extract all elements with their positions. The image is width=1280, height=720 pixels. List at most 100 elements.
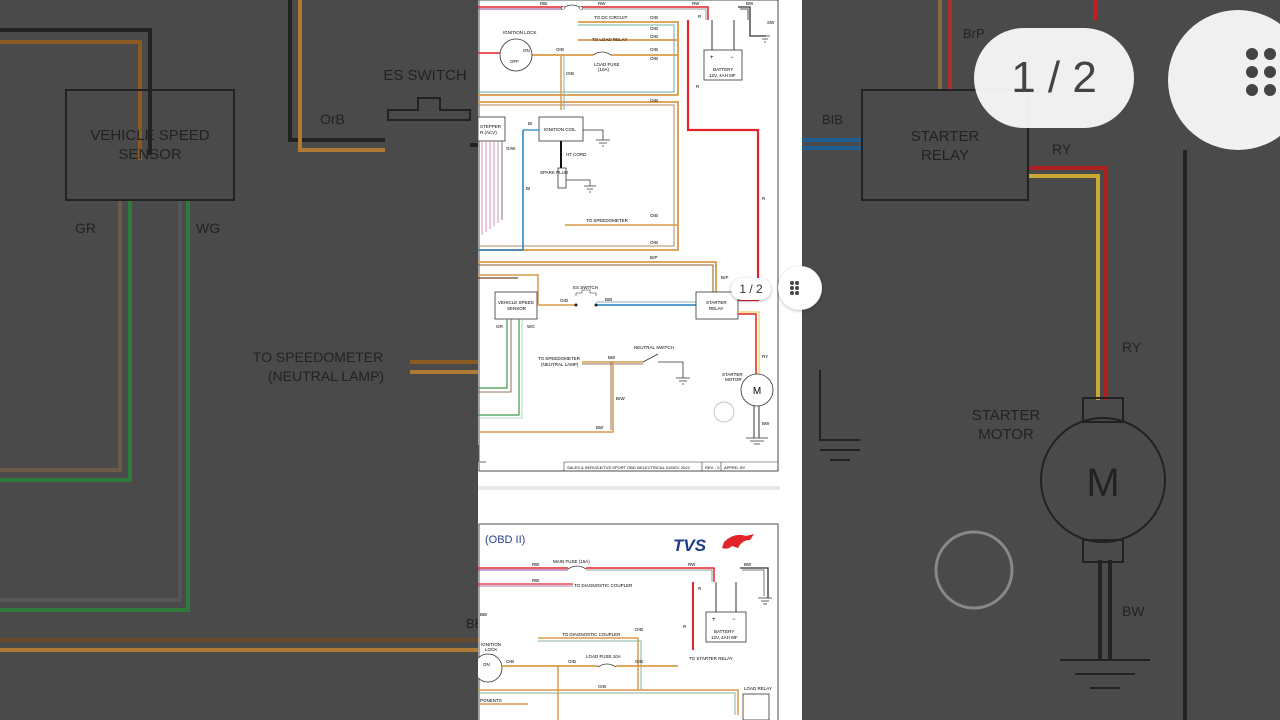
p1-rbi: RBI [540,1,548,6]
p1-bib: BIB [605,297,612,302]
p2-rw: RW [688,562,696,567]
neutral-switch-icon [642,353,684,378]
p1-vss-1: VEHICLE SPEED [498,300,535,305]
p2-load-fuse: LOAD FUSE 10A [586,654,621,659]
p1-bw-bottom: BW [596,425,604,430]
p1-orb-3: OrB [650,34,658,39]
p2-title-suffix: (OBD II) [485,534,525,546]
p1-brp-1: BrP [650,255,658,260]
wiring-diagram-page-2: (OBD II) TVS MAIN FUSE (15A) RBI RW BW R… [478,523,779,720]
p1-es-switch: ES SWITCH [573,285,598,290]
p1-orb-1: OrB [650,15,658,20]
pdf-viewer[interactable]: RBI RW RW BW SW TO DC CIRCUIT TO LOAD RE… [478,0,802,720]
p1-stepper-1: STEPPER [480,124,502,129]
page-menu-button[interactable] [778,266,822,310]
p2-main-fuse: MAIN FUSE (15A) [553,559,590,564]
bg-starter-relay-2: RELAY [921,147,969,164]
p1-orb-5: OrB [650,56,658,61]
p1-to-speedo-neutral-2: (NEUTRAL LAMP) [541,362,579,367]
svg-text:−: − [732,617,736,623]
p2-r: R [698,586,702,591]
p1-bw-top: BW [746,1,754,6]
bg-es-switch: ES SWITCH [383,67,466,84]
p1-bi: BI [528,121,532,126]
p2-bbr: BBr [480,612,488,617]
bg-menu-button [1168,10,1280,150]
bg-orb: OrB [320,111,345,127]
p1-bi-2: BI [526,186,530,191]
p2-load-relay: LOAD RELAY [744,686,772,691]
p2-rbi: RBI [532,562,540,567]
p1-sw: SW [767,20,775,25]
dots-grid-icon [790,281,799,295]
pdf-page-1[interactable]: RBI RW RW BW SW TO DC CIRCUIT TO LOAD RE… [478,0,780,486]
pdf-page-2[interactable]: (OBD II) TVS MAIN FUSE (15A) RBI RW BW R… [478,490,780,720]
p2-battery-spec: 12V, 4AH MF [711,635,738,640]
p1-footer-apprd: APPRD. BY [724,465,746,470]
p1-off: OFF [510,59,519,64]
p1-ht-cord: HT CORD [566,152,587,157]
p2-orb-4: OrB [635,659,643,664]
p1-starter-relay-1: STARTER [706,300,727,305]
battery-icon [703,49,743,81]
bg-starter-motor-2: MOTOR [978,426,1034,443]
p2-orb-3: OrB [568,659,576,664]
tvs-horse-icon [722,534,754,549]
bg-gr: GR [75,220,96,236]
p1-starter-relay-2: RELAY [709,306,723,311]
p1-orb-7: OrB [650,213,658,218]
p2-ignition-1: IGNITION [481,642,501,647]
p2-r2: R [683,624,687,629]
p2-orb-1: OrB [635,627,643,632]
p1-battery-spec: 12V, 4AH MF [709,73,736,78]
p2-orb-5: OrB [598,684,606,689]
p2-load-relay-box [742,693,770,720]
p1-rw-top2: RW [692,1,700,6]
p1-wg: WG [527,324,535,329]
p2-battery: BATTERY [714,629,734,634]
p1-rw-top: RW [598,1,606,6]
p2-ponents: PONENTS [480,698,502,703]
p1-r-2: R [698,14,702,19]
bg-wg: WG [196,220,220,236]
p1-load-fuse-rating: (10A) [598,67,610,72]
touch-indicator [713,401,735,423]
bg-ry: RY [1052,141,1072,157]
bg-motor-m: M [1086,461,1119,505]
p1-brp-2: BrP [721,275,729,280]
viewer-scroll-gutter [780,0,802,720]
p2-to-diag-coupler: TO DIAGNOSTIC COUPLER [574,583,633,588]
p2-to-diag-coupler2: TO DIAGNOSTIC COUPLER [562,632,621,637]
p1-ignition-coil: IGNITION COIL [544,127,576,132]
bg-ry2: RY [1122,339,1142,355]
p1-orb-4: OrB [650,47,658,52]
p1-to-dc-circuit: TO DC CIRCUIT [594,15,628,20]
p2-bw: BW [744,562,752,567]
page-indicator: 1 / 2 [731,278,771,300]
bg-dots-grid-icon [1246,48,1276,96]
p1-grw: GrW [506,146,516,151]
bg-bib: BIB [822,112,843,127]
p2-ignition-2: LOCK [485,647,497,652]
p1-r-3: R [762,196,766,201]
ignition-coil-box [538,116,584,142]
fuse-icon-top [561,4,583,10]
svg-text:+: + [712,617,716,623]
p1-on: ON [523,48,530,53]
wiring-diagram-page-1: RBI RW RW BW SW TO DC CIRCUIT TO LOAD RE… [478,0,779,472]
p1-footer-title: SALES & SERVICE/TVS SPORT OBD II/ELECTRI… [567,465,691,470]
bg-page-counter: 1 / 2 [974,28,1134,128]
ignition-lock-icon [499,38,533,72]
starter-relay-box [695,291,739,320]
spark-plug-icon [557,167,567,189]
bg-to-speedo-2: (NEUTRAL LAMP) [268,368,384,384]
p2-to-starter-relay: TO STARTER RELAY [689,656,733,661]
bg-starter-relay-1: STARTER [911,128,980,145]
p1-orb-6: OrB [650,98,658,103]
p1-to-speedometer: TO SPEEDOMETER [586,218,629,223]
p1-orb-8: OrB [650,240,658,245]
p2-rbi2: RBI [532,578,540,583]
p2-main-fuse-icon [567,565,587,570]
p2-ignition-lock-icon [478,653,503,683]
p1-orb-10: OrB [566,71,574,76]
